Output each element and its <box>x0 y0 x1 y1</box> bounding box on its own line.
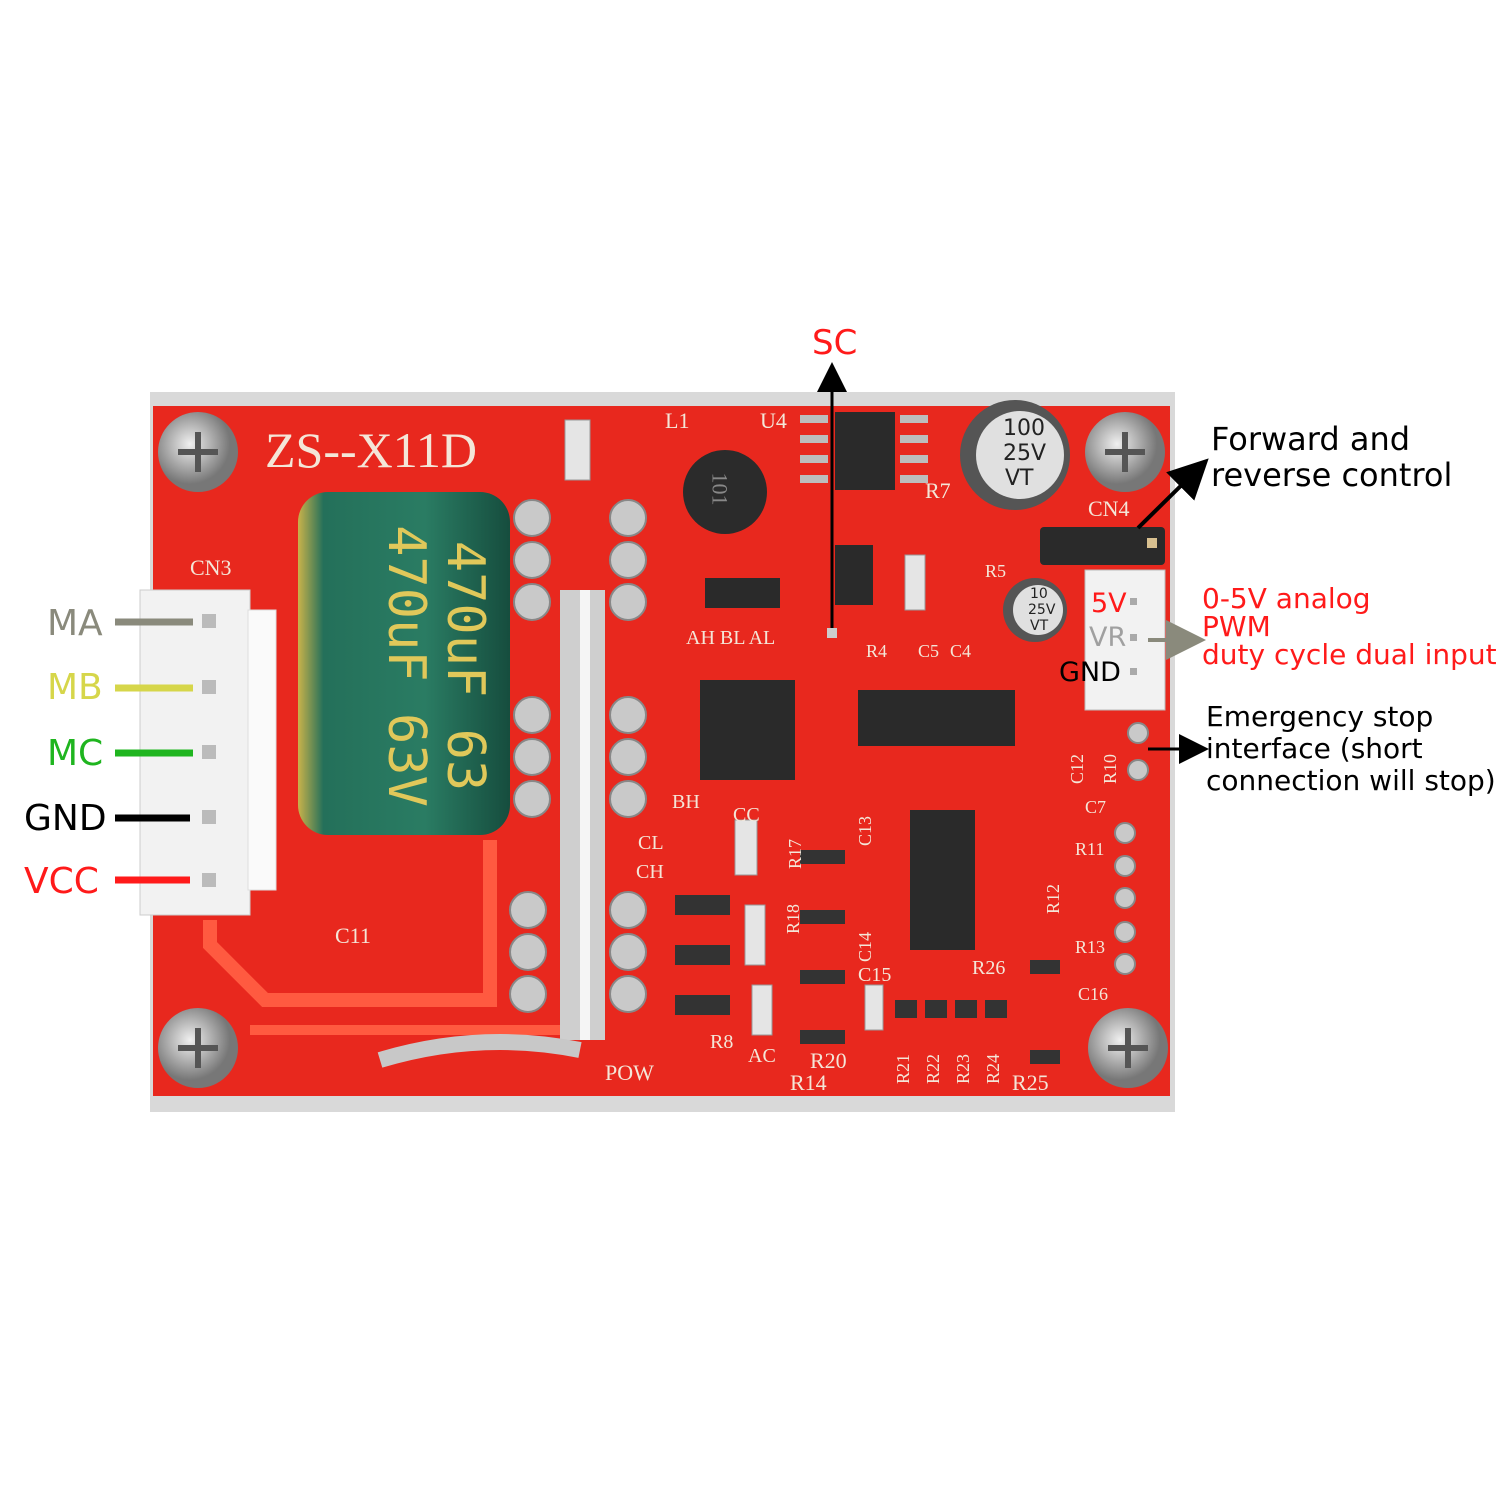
silk-r23: R23 <box>953 1053 974 1085</box>
emergency-stop-line2: interface (short <box>1206 732 1423 765</box>
silk-ah-bl-al: AH BL AL <box>686 627 776 649</box>
silk-r25: R25 <box>1012 1070 1049 1095</box>
silk-r20: R20 <box>810 1048 847 1073</box>
silk-r10: R10 <box>1100 753 1121 785</box>
silk-u4: U4 <box>760 408 787 433</box>
board-model: ZS--X11D <box>265 422 478 478</box>
silk-c16: C16 <box>1078 984 1109 1004</box>
silk-c7: C7 <box>1085 797 1107 817</box>
silk-r22: R22 <box>923 1053 944 1085</box>
silk-ch: CH <box>636 861 664 883</box>
cap-small-voltage: 25V <box>1028 602 1056 618</box>
cap-large-voltage: 25V <box>1003 441 1047 466</box>
silk-c13: C13 <box>855 815 876 847</box>
pin-vr-label: VR <box>1089 622 1127 653</box>
cap-large-series: VT <box>1005 466 1034 491</box>
silk-r4: R4 <box>866 641 888 661</box>
mb-label: MB <box>47 667 103 708</box>
gnd-label: GND <box>24 798 107 839</box>
silk-r13: R13 <box>1075 937 1106 957</box>
silk-r18: R18 <box>783 903 804 935</box>
forward-reverse-line1: Forward and <box>1211 420 1411 458</box>
silk-r17: R17 <box>785 838 806 870</box>
silk-r5: R5 <box>985 561 1007 581</box>
speed-input-line1: 0-5V analog <box>1202 582 1371 615</box>
silk-pow: POW <box>605 1060 654 1085</box>
silk-r24: R24 <box>983 1053 1004 1085</box>
screw-icon <box>158 412 1168 1088</box>
cn4-label: CN4 <box>1088 496 1130 521</box>
ma-label: MA <box>47 603 103 644</box>
silk-c12: C12 <box>1067 753 1088 785</box>
silk-r14: R14 <box>790 1070 827 1095</box>
pin-5v-label: 5V <box>1091 588 1127 619</box>
silk-l1: L1 <box>665 408 690 433</box>
silk-c15: C15 <box>858 964 892 986</box>
emergency-stop-line1: Emergency stop <box>1206 700 1434 733</box>
silk-r26: R26 <box>972 957 1006 979</box>
silk-c14: C14 <box>855 931 876 963</box>
silk-c5: C5 <box>918 641 940 661</box>
capacitor-rating-1: 470uF 63V <box>375 525 436 807</box>
cap-small-value: 10 <box>1030 586 1048 602</box>
silk-r21: R21 <box>893 1053 914 1085</box>
silk-r8: R8 <box>710 1031 734 1053</box>
emergency-stop-line3: connection will stop) <box>1206 764 1496 797</box>
silk-ac: AC <box>748 1045 776 1067</box>
mc-label: MC <box>47 733 104 774</box>
inductor <box>683 450 767 534</box>
capacitor-rating-2: 470uF 63 <box>435 540 496 792</box>
cap-small-series: VT <box>1030 618 1049 634</box>
sc-label: SC <box>812 323 858 363</box>
cn3-label: CN3 <box>190 555 232 580</box>
forward-reverse-line2: reverse control <box>1211 456 1453 494</box>
main-capacitor <box>298 492 510 835</box>
inductor-label: 101 <box>707 472 733 506</box>
silk-r11: R11 <box>1075 839 1105 859</box>
speed-input-line3: duty cycle dual input <box>1202 638 1497 671</box>
vcc-label: VCC <box>24 861 99 902</box>
speed-input-line2: PWM <box>1202 610 1271 643</box>
cap-large-value: 100 <box>1003 416 1045 441</box>
silk-r7: R7 <box>925 478 951 503</box>
ic-chips <box>700 412 1165 950</box>
silk-cl: CL <box>638 832 664 854</box>
silk-c11: C11 <box>335 923 371 948</box>
pin-gnd-label: GND <box>1059 657 1121 688</box>
silk-r12: R12 <box>1043 883 1064 915</box>
silk-bh: BH <box>672 791 700 813</box>
forward-reverse-arrow <box>1136 458 1209 530</box>
silk-c4: C4 <box>950 641 972 661</box>
silk-cc: CC <box>733 804 760 826</box>
